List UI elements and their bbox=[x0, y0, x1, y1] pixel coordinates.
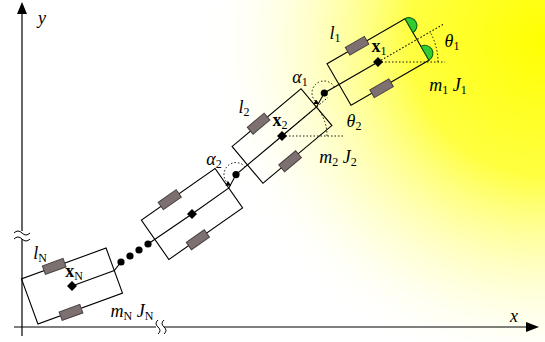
symbol-letter: m bbox=[111, 301, 124, 321]
symbol-label: xN bbox=[65, 262, 83, 282]
symbol-index: N bbox=[38, 251, 47, 265]
symbol-index: 1 bbox=[442, 83, 448, 97]
symbol-letter: α bbox=[206, 149, 215, 169]
symbol-label: lN bbox=[33, 244, 47, 264]
symbol-label: α1 bbox=[292, 68, 307, 88]
symbol-label: θ2 bbox=[347, 112, 362, 132]
symbol-index: 1 bbox=[381, 44, 387, 58]
symbol-index: 1 bbox=[335, 31, 341, 45]
axes bbox=[14, 2, 539, 336]
symbol-index: 1 bbox=[453, 39, 459, 53]
symbol-index: 2 bbox=[332, 155, 338, 169]
axis-label: y bbox=[38, 9, 46, 27]
axis-label: x bbox=[510, 307, 518, 325]
symbol-index: N bbox=[74, 269, 83, 283]
vehicle-n bbox=[20, 243, 124, 328]
symbol-letter: x bbox=[65, 261, 74, 281]
symbol-index: 2 bbox=[244, 105, 250, 119]
symbol-letter: J bbox=[343, 147, 351, 167]
symbol-label: x2 bbox=[273, 111, 288, 131]
symbol-letter: m bbox=[429, 75, 442, 95]
vehicle-3 bbox=[139, 164, 246, 263]
symbol-letter: l bbox=[33, 243, 38, 263]
symbol-label: m2 J2 bbox=[319, 148, 357, 168]
symbol-letter: α bbox=[292, 67, 301, 87]
symbol-letter: J bbox=[453, 75, 461, 95]
vehicle-2 bbox=[229, 75, 347, 187]
symbol-label: α2 bbox=[206, 150, 221, 170]
symbol-label: m1 J1 bbox=[429, 76, 467, 96]
symbol-label: l2 bbox=[238, 98, 249, 118]
symbol-letter: θ bbox=[445, 31, 454, 51]
symbol-index: 2 bbox=[355, 119, 361, 133]
symbol-label: mN JN bbox=[111, 302, 154, 322]
symbol-label: x1 bbox=[372, 37, 387, 57]
vehicle-1 bbox=[325, 0, 458, 110]
angle-marks bbox=[224, 32, 445, 185]
centre-markers bbox=[67, 57, 383, 291]
symbol-index: 2 bbox=[351, 155, 357, 169]
symbol-letter: J bbox=[137, 301, 145, 321]
hitch-lines bbox=[72, 62, 378, 286]
symbol-index: N bbox=[124, 309, 133, 323]
symbol-index: 2 bbox=[216, 157, 222, 171]
symbol-index: 1 bbox=[461, 83, 467, 97]
symbol-letter: x bbox=[273, 110, 282, 130]
symbol-index: 2 bbox=[282, 118, 288, 132]
symbol-letter: l bbox=[238, 97, 243, 117]
symbol-letter: l bbox=[329, 23, 334, 43]
symbol-letter: x bbox=[510, 306, 518, 326]
symbol-letter: y bbox=[38, 8, 46, 28]
symbol-index: 1 bbox=[302, 75, 308, 89]
symbol-letter: x bbox=[372, 36, 381, 56]
symbol-index: N bbox=[145, 309, 154, 323]
symbol-label: l1 bbox=[329, 24, 340, 44]
symbol-letter: θ bbox=[347, 111, 356, 131]
symbol-letter: m bbox=[319, 147, 332, 167]
symbol-label: θ1 bbox=[445, 32, 460, 52]
